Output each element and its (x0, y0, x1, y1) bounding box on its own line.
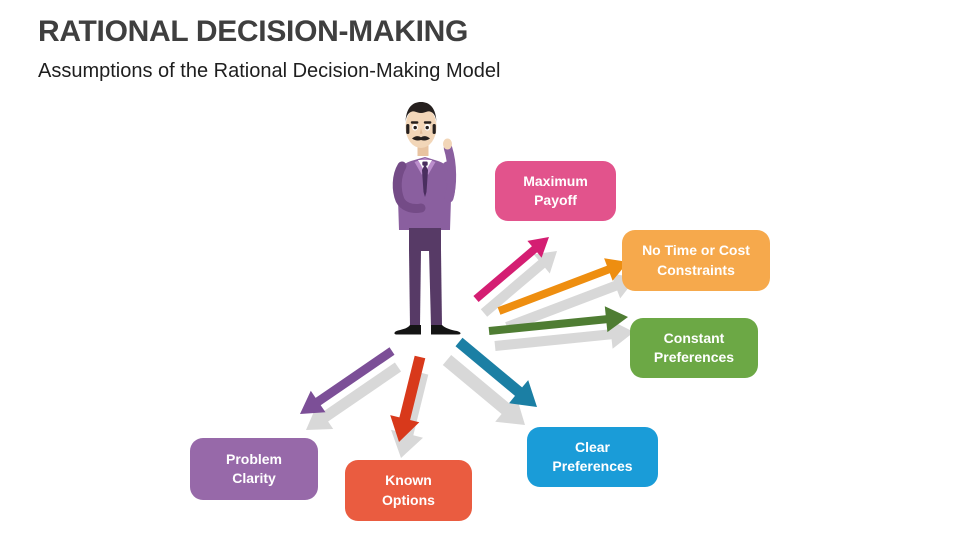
arrow-shadow-no-time-or-cost-constraints (505, 273, 636, 332)
figure-tie-knot (422, 161, 428, 166)
figure-head (405, 102, 437, 156)
figure-eyebrow-left (410, 121, 419, 124)
arrow-shadow-clear-preferences (442, 355, 525, 425)
arrow-shadow-constant-preferences (494, 319, 634, 351)
figure-hand (443, 138, 452, 150)
figure-leg-right (429, 250, 442, 326)
figure-sideburn-left (406, 124, 410, 134)
figure-eye-right (425, 125, 429, 130)
assumption-box-problem-clarity: Problem Clarity (190, 438, 318, 500)
figure-face (405, 106, 437, 148)
arrow-maximum-payoff (473, 237, 549, 302)
arrow-known-options (390, 355, 426, 442)
figure-body (392, 138, 457, 230)
figure-legs (394, 228, 461, 335)
figure-arm-left (392, 161, 426, 213)
arrow-problem-clarity (300, 347, 395, 414)
assumption-box-known-options: Known Options (345, 460, 472, 521)
figure-neck (417, 142, 429, 156)
arrow-shadow-problem-clarity (306, 362, 402, 430)
arrow-shadow-maximum-payoff (480, 251, 557, 317)
arrow-clear-preferences (455, 337, 537, 407)
figure-eye-left (413, 125, 417, 130)
figure-nose (419, 128, 423, 134)
assumption-box-clear-preferences: Clear Preferences (527, 427, 658, 487)
figure-sideburn-right (432, 124, 436, 134)
slide-title: RATIONAL DECISION-MAKING (38, 15, 469, 48)
assumption-box-constant-preferences: Constant Preferences (630, 318, 758, 378)
figure-shoe-right (431, 325, 461, 335)
thinking-businessman-illustration (392, 102, 461, 335)
assumption-box-maximum-payoff: Maximum Payoff (495, 161, 616, 221)
arrow-no-time-or-cost-constraints (497, 258, 628, 315)
figure-shoe-left (394, 325, 421, 335)
arrow-constant-preferences (488, 306, 628, 335)
figure-eyebrow-right (423, 121, 432, 124)
figure-tie (422, 164, 428, 197)
assumption-box-no-time-or-cost-constraints: No Time or Cost Constraints (622, 230, 770, 291)
figure-leg-left (409, 250, 421, 326)
slide-subtitle: Assumptions of the Rational Decision-Mak… (38, 60, 501, 82)
figure-hair (405, 102, 437, 124)
figure-mustache (412, 136, 430, 141)
figure-arm-right-forearm (443, 143, 457, 203)
